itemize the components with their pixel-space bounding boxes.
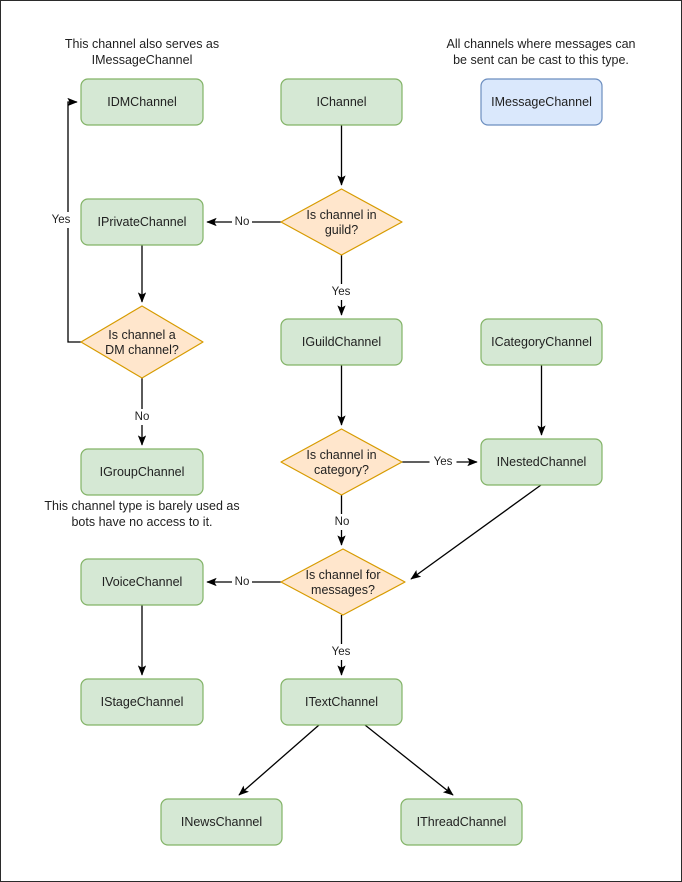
node-label: IPrivateChannel xyxy=(98,215,187,229)
edge-label: Yes xyxy=(332,286,351,298)
node-imessagechannel[interactable]: IMessageChannel xyxy=(480,78,603,126)
edge-e-qcategory-qmessages: No xyxy=(332,495,352,546)
node-label-line: Is channel for xyxy=(305,568,380,582)
annotation-line: bots have no access to it. xyxy=(71,515,212,529)
edge-label-backdrop xyxy=(332,514,352,530)
node-inewschannel[interactable]: INewsChannel xyxy=(160,798,283,846)
annotation-line: This channel type is barely used as xyxy=(44,499,239,513)
node-label: ITextChannel xyxy=(305,695,378,709)
edge-e-itext-inews xyxy=(238,724,320,796)
node-shape-diamond[interactable] xyxy=(280,548,406,616)
edge-e-itext-ithread xyxy=(364,724,454,796)
annotation-note-dm: This channel also serves as IMessageChann… xyxy=(65,37,219,67)
edge-label: No xyxy=(235,216,250,228)
node-label: IGuildChannel xyxy=(302,335,381,349)
edge-path xyxy=(238,724,320,796)
node-label-line: Is channel in xyxy=(306,448,376,462)
node-shape-rounded-rect[interactable] xyxy=(80,448,204,496)
node-iguildchannel[interactable]: IGuildChannel xyxy=(280,318,403,366)
annotation-line: All channels where messages can xyxy=(447,37,636,51)
node-label: IGroupChannel xyxy=(100,465,185,479)
node-label: IChannel xyxy=(316,95,366,109)
node-shape-rounded-rect[interactable] xyxy=(80,78,204,126)
node-shape-rounded-rect[interactable] xyxy=(480,78,603,126)
edge-label-backdrop xyxy=(232,214,252,230)
edge-e-qguild-iprivate: No xyxy=(206,214,281,230)
node-igroupchannel[interactable]: IGroupChannel xyxy=(80,448,204,496)
node-icategorychannel[interactable]: ICategoryChannel xyxy=(480,318,603,366)
edge-label: Yes xyxy=(52,214,71,226)
node-shape-rounded-rect[interactable] xyxy=(400,798,523,846)
edge-label: No xyxy=(235,576,250,588)
annotation-note-message-channel: All channels where messages can be sent c… xyxy=(447,37,636,67)
edge-label: No xyxy=(135,411,150,423)
node-shape-diamond[interactable] xyxy=(280,188,403,256)
node-label-line: Is channel in xyxy=(306,208,376,222)
node-label: IThreadChannel xyxy=(417,815,507,829)
edge-e-qcategory-inested: Yes xyxy=(402,454,478,470)
node-idmchannel[interactable]: IDMChannel xyxy=(80,78,204,126)
node-ithreadchannel[interactable]: IThreadChannel xyxy=(400,798,523,846)
annotation-line: This channel also serves as xyxy=(65,37,219,51)
annotation-line: IMessageChannel xyxy=(92,53,193,67)
node-istagechannel[interactable]: IStageChannel xyxy=(80,678,204,726)
edge-path xyxy=(410,484,542,580)
node-shape-rounded-rect[interactable] xyxy=(480,438,603,486)
node-label-line: messages? xyxy=(311,583,375,597)
node-label: IStageChannel xyxy=(101,695,184,709)
edge-label-backdrop xyxy=(47,212,75,228)
node-shape-rounded-rect[interactable] xyxy=(80,558,204,606)
node-label: IMessageChannel xyxy=(491,95,592,109)
node-label: ICategoryChannel xyxy=(491,335,592,349)
node-label: IDMChannel xyxy=(107,95,176,109)
node-shape-rounded-rect[interactable] xyxy=(80,678,204,726)
annotation-layer: This channel also serves as IMessageChann… xyxy=(44,37,635,529)
edge-label-backdrop xyxy=(327,644,355,660)
edge-e-qguild-iguild: Yes xyxy=(327,255,355,316)
node-label-line: guild? xyxy=(325,223,358,237)
edge-label-backdrop xyxy=(429,454,457,470)
node-shape-rounded-rect[interactable] xyxy=(480,318,603,366)
node-label: INestedChannel xyxy=(497,455,587,469)
edge-label: Yes xyxy=(434,456,453,468)
node-itextchannel[interactable]: ITextChannel xyxy=(280,678,403,726)
node-ichannel[interactable]: IChannel xyxy=(280,78,403,126)
edge-e-qmessages-ivoice: No xyxy=(206,574,281,590)
node-shape-rounded-rect[interactable] xyxy=(280,78,403,126)
annotation-note-group-channel: This channel type is barely used as bots … xyxy=(44,499,239,529)
edge-label-backdrop xyxy=(232,574,252,590)
edge-e-inested-qmessages xyxy=(410,484,542,580)
node-shape-diamond[interactable] xyxy=(80,305,204,379)
edge-label-backdrop xyxy=(132,409,152,425)
node-label-line: DM channel? xyxy=(105,343,179,357)
node-label-line: category? xyxy=(314,463,369,477)
edge-label-backdrop xyxy=(327,284,355,300)
node-shape-rounded-rect[interactable] xyxy=(160,798,283,846)
edge-label: Yes xyxy=(332,646,351,658)
node-shape-rounded-rect[interactable] xyxy=(280,678,403,726)
node-layer: IDMChannel IChannel IMessageChannelIPrivat… xyxy=(80,78,603,846)
edge-label: No xyxy=(335,516,350,528)
node-label: INewsChannel xyxy=(181,815,262,829)
node-iprivatechannel[interactable]: IPrivateChannel xyxy=(80,198,204,246)
annotation-line: be sent can be cast to this type. xyxy=(453,53,629,67)
edge-e-qdm-idm: Yes xyxy=(47,97,81,343)
edge-e-qmessages-itext: Yes xyxy=(327,615,355,676)
node-ivoicechannel[interactable]: IVoiceChannel xyxy=(80,558,204,606)
node-label: IVoiceChannel xyxy=(102,575,183,589)
node-inestedchannel[interactable]: INestedChannel xyxy=(480,438,603,486)
node-shape-rounded-rect[interactable] xyxy=(280,318,403,366)
edge-e-qdm-igroup: No xyxy=(132,378,152,446)
node-shape-rounded-rect[interactable] xyxy=(80,198,204,246)
edge-path xyxy=(364,724,454,796)
node-shape-diamond[interactable] xyxy=(280,428,403,496)
node-q-dm[interactable]: Is channel aDM channel? xyxy=(80,305,204,379)
node-label-line: Is channel a xyxy=(108,328,175,342)
